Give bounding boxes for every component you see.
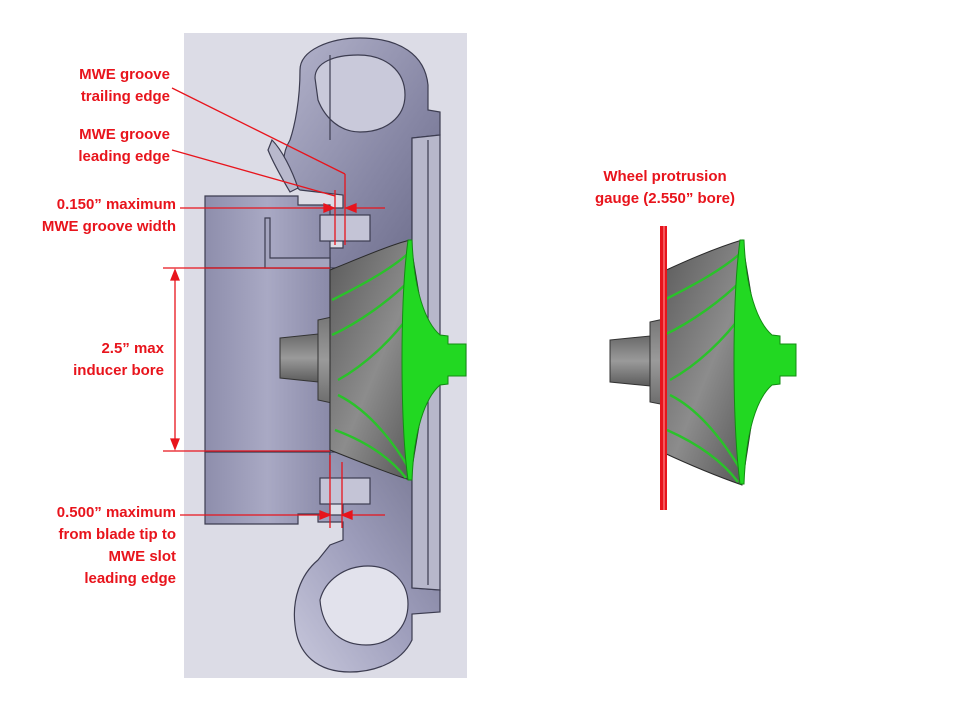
gauge-wheel-nose-nut (609, 335, 651, 387)
label-groove-leading-edge: MWE groove leading edge (20, 124, 170, 168)
label-line: 0.500” maximum (56, 504, 176, 521)
label-inducer-bore: 2.5” max inducer bore (20, 338, 164, 382)
compressor-wheel-installed (279, 239, 467, 481)
upper-volute-passage (314, 54, 406, 133)
mwe-groove-lower (319, 477, 371, 505)
label-line: gauge (2.550” bore) (594, 190, 736, 207)
label-line: MWE slot (108, 548, 177, 565)
compressor-housing (204, 37, 441, 673)
label-line: from blade tip to (58, 526, 177, 543)
compressor-wheel-gauge-view (609, 226, 797, 510)
wheel-backface (401, 239, 467, 481)
label-groove-width: 0.150” maximum MWE groove width (0, 194, 176, 238)
label-blade-tip-distance: 0.500” maximum from blade tip to MWE slo… (0, 502, 176, 590)
upper-volute-tongue (267, 138, 299, 193)
inlet-flange-lower (204, 451, 331, 525)
label-protrusion-gauge: Wheel protrusion gauge (2.550” bore) (570, 166, 760, 210)
label-line: 2.5” max (101, 340, 164, 357)
label-line: Wheel protrusion (603, 168, 727, 185)
label-line: leading edge (84, 570, 176, 587)
label-line: 0.150” maximum (56, 196, 176, 213)
label-line: MWE groove width (41, 218, 176, 235)
label-line: MWE groove (79, 126, 170, 143)
wheel-nose-nut (279, 333, 319, 383)
label-line: MWE groove (79, 66, 170, 83)
label-line: leading edge (78, 148, 170, 165)
left-annotations (163, 87, 385, 528)
gauge-wheel-backface (733, 239, 797, 485)
label-line: inducer bore (73, 362, 164, 379)
lower-volute-passage (319, 565, 409, 646)
label-groove-trailing-edge: MWE groove trailing edge (20, 64, 170, 108)
label-line: trailing edge (80, 88, 170, 105)
